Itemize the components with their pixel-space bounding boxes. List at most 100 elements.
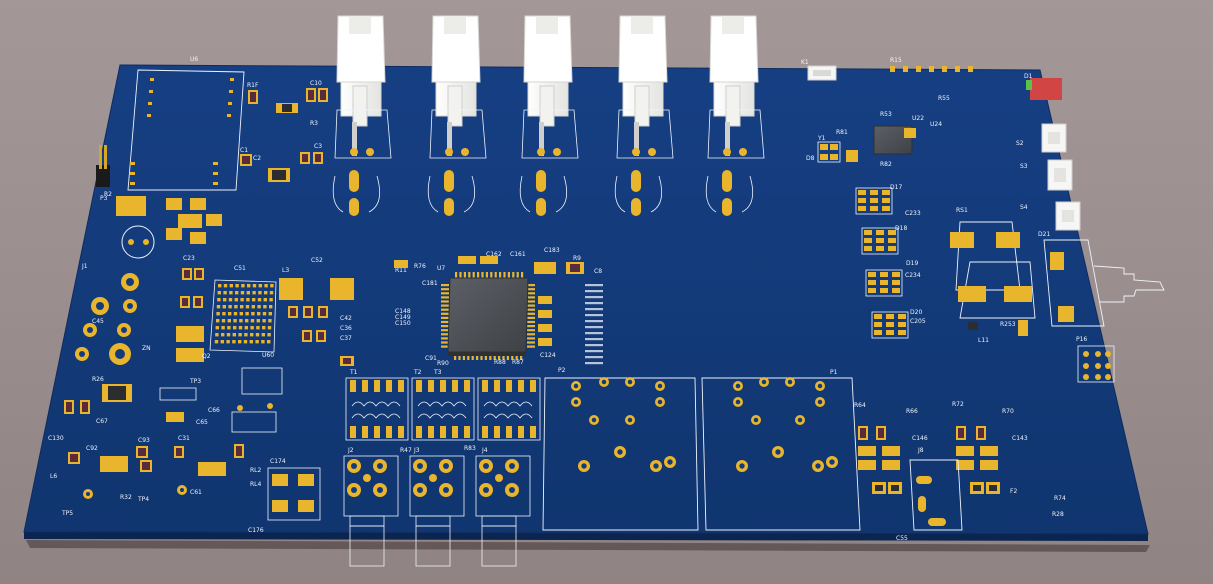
bga-pad <box>250 333 254 337</box>
label-rs1: RS1 <box>956 207 968 214</box>
label-c67: C67 <box>96 418 108 425</box>
label-t1: T1 <box>349 369 358 376</box>
label-rl4: RL4 <box>250 481 262 488</box>
bnc-connector <box>475 455 531 567</box>
ic-pin <box>441 325 449 328</box>
silk-mark <box>585 296 603 299</box>
ic-pin <box>481 272 484 279</box>
transformers <box>345 377 541 441</box>
bga-pad <box>229 291 233 295</box>
label-s4: S4 <box>1020 204 1028 211</box>
silk-mark <box>585 356 603 359</box>
resistor <box>956 426 966 440</box>
bga-pad <box>252 284 257 288</box>
bga-pad <box>221 333 225 337</box>
bga-pad <box>240 291 245 295</box>
ic-pin <box>527 341 535 344</box>
silk-mark <box>585 290 603 293</box>
silk-mark <box>585 302 603 305</box>
label-s3: S3 <box>1020 163 1028 170</box>
bga-pad <box>245 312 249 316</box>
label-c130: C130 <box>48 435 64 442</box>
bga-pad <box>239 312 243 316</box>
label-c3: C3 <box>314 143 322 150</box>
bga-pad <box>223 284 228 288</box>
bnc-connector <box>343 455 399 567</box>
bga-pad <box>228 298 233 302</box>
smd-cluster-top-left: R1F C10 R3 C1 C2 C3 <box>240 80 328 182</box>
label-c42: C42 <box>340 315 352 322</box>
ic-pin <box>527 333 535 336</box>
label-r74: R74 <box>1054 495 1066 502</box>
label-c8: C8 <box>594 268 602 275</box>
connector-p1: P1 <box>701 369 861 531</box>
resistor-label-stack <box>585 284 603 365</box>
bga-pad-grid <box>214 284 274 344</box>
bga-pad <box>215 333 219 337</box>
bga-pad <box>245 319 249 323</box>
label-j4: J4 <box>481 447 488 454</box>
terminal-block-j5: ZN <box>75 273 151 365</box>
power-section: J1 R2 <box>81 191 222 270</box>
resistor <box>976 426 986 440</box>
ic-pin <box>527 284 535 287</box>
label-j8: J8 <box>917 447 924 454</box>
top-connector-row <box>332 15 765 216</box>
label-u7: U7 <box>437 265 445 272</box>
capacitor <box>980 446 998 470</box>
label-q2: Q2 <box>202 353 211 360</box>
bga-pad <box>246 291 250 295</box>
silk-mark <box>585 332 603 335</box>
label-j3: J3 <box>413 447 420 454</box>
label-c234: C234 <box>905 272 921 279</box>
label-d20: D20 <box>910 309 922 316</box>
label-c51: C51 <box>234 265 246 272</box>
bga-pad <box>243 340 248 344</box>
bga-pad <box>256 326 260 330</box>
bga-pad <box>264 291 268 295</box>
label-k1: K1 <box>801 59 809 66</box>
label-c66: C66 <box>208 407 220 414</box>
bga-pad <box>216 312 220 316</box>
ic-pin <box>441 300 449 303</box>
label-r28: R28 <box>1052 511 1064 518</box>
ic-pin <box>468 272 471 279</box>
ic-pin <box>441 341 449 344</box>
bga-pad <box>264 284 268 288</box>
label-l6: L6 <box>50 473 57 480</box>
bga-pad <box>257 298 262 302</box>
ic-pin <box>441 316 449 319</box>
bga-pad <box>235 291 239 295</box>
label-r2: R2 <box>104 191 112 198</box>
ic-pin <box>527 316 535 319</box>
bga-pad <box>216 319 220 323</box>
label-r87: R87 <box>512 359 524 366</box>
ic-pin <box>494 272 497 279</box>
ic-pin <box>503 272 506 279</box>
label-r253: R253 <box>1000 321 1016 328</box>
bga-pad <box>218 284 222 288</box>
label-l11: L11 <box>978 337 989 344</box>
bga-pad <box>250 319 255 323</box>
bga-pad <box>221 319 226 323</box>
top-connector <box>332 15 392 216</box>
bga-pad <box>261 333 265 337</box>
bnc-connectors <box>343 455 531 567</box>
label-u24: U24 <box>930 121 942 128</box>
bga-pad <box>233 326 237 330</box>
label-r15: R15 <box>890 57 902 64</box>
label-c45: C45 <box>92 318 104 325</box>
regulator-area: C23 C51 L3 C52 C42 C36 C37 C45 Q2 U60 <box>92 255 354 362</box>
ic-pin <box>527 325 535 328</box>
bga-pad <box>228 305 232 309</box>
bga-pad <box>222 312 226 316</box>
bga-pad <box>267 340 271 344</box>
ic-pin <box>521 272 524 279</box>
label-c162: C162 <box>486 251 502 258</box>
label-d19: D19 <box>906 260 918 267</box>
bga-pad <box>255 333 260 337</box>
bga-pad <box>267 333 271 337</box>
bga-pad <box>244 326 248 330</box>
bga-pad <box>269 291 274 295</box>
